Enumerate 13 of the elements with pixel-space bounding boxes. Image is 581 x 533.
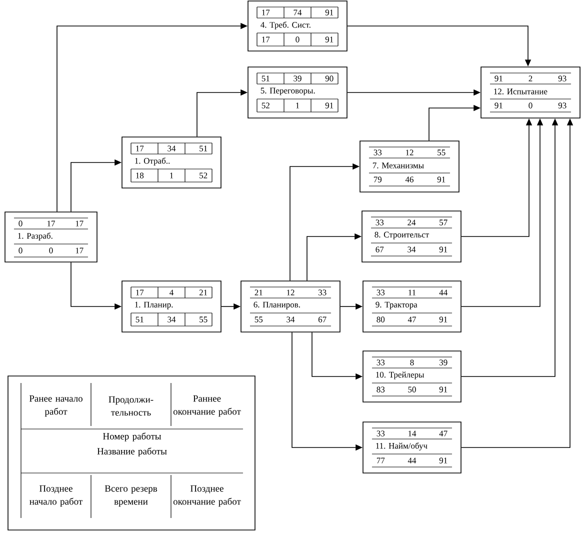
activity-box: 51 39 90 52 1 91 5. Переговоры. — [248, 66, 348, 118]
activity-box: 33 14 47 77 44 91 11. Найм/обуч — [362, 422, 462, 474]
activity-box: 17 4 21 51 34 55 1. Планир. — [122, 280, 222, 332]
activity-box: 33 24 57 67 34 91 8. Строительст — [362, 210, 462, 262]
activity-box: 17 34 51 18 1 52 1. Отраб.. — [122, 136, 222, 188]
activity-box: 17 74 91 17 0 91 4. Треб. Сист. — [248, 0, 348, 52]
activity-box: 33 11 44 80 47 91 9. Трактора — [362, 280, 462, 332]
activity-box: 0 17 17 0 0 17 1. Разраб. — [4, 212, 98, 262]
activity-box: 21 12 33 55 34 67 6. Планиров. — [240, 280, 340, 332]
activity-box: 33 8 39 83 50 91 10. Трейлеры — [362, 350, 462, 402]
activity-box: 91 2 93 91 0 93 12. Испытание — [480, 66, 580, 118]
key-table: Ранее начало работ Продолжи-тельность Раннее окончание работ Номер работы Название работы Позднее начало работ Всего резерв времени Позднее окончание работ — [8, 376, 256, 530]
activity-box: 33 12 55 79 46 91 7. Механизмы — [360, 140, 460, 192]
